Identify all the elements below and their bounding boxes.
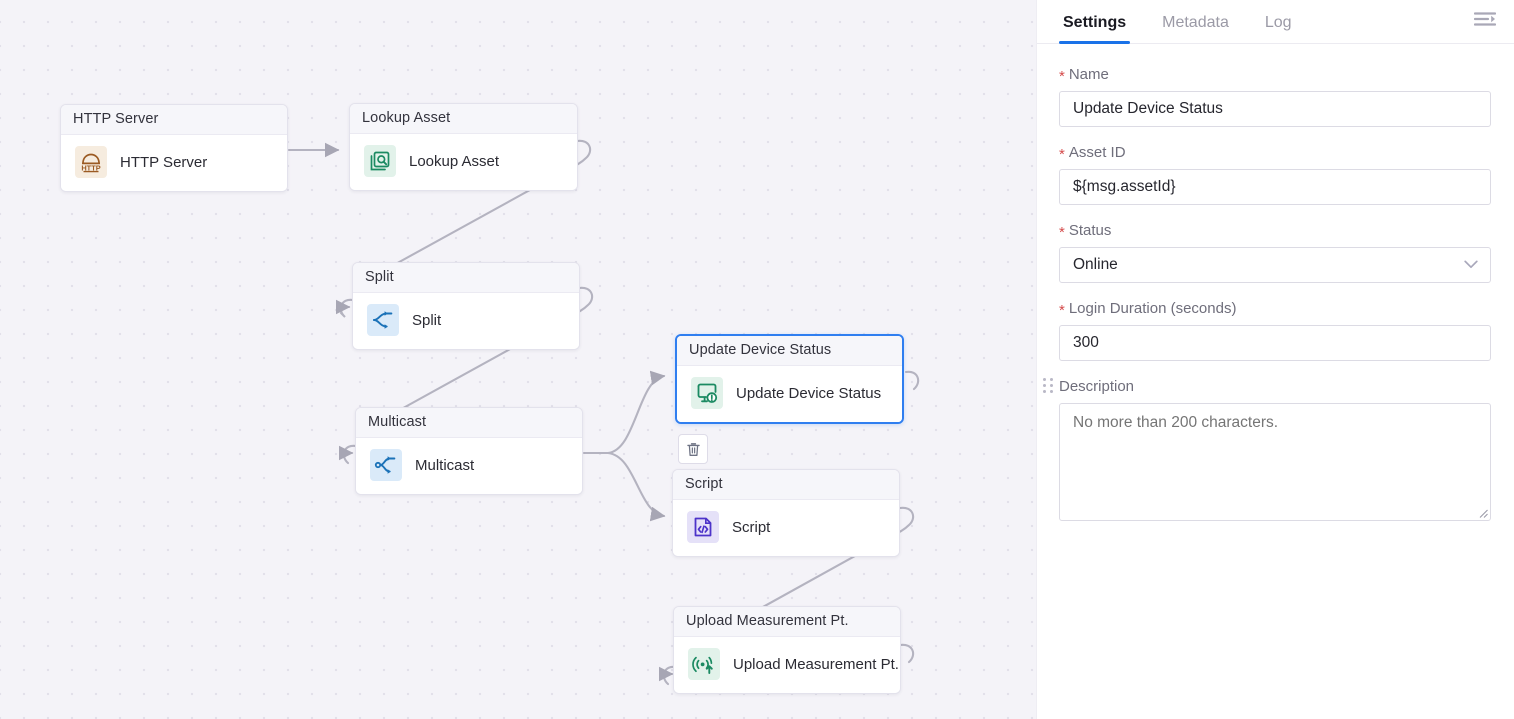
lookup-asset-icon bbox=[364, 145, 396, 177]
field-label-status: Status bbox=[1059, 222, 1492, 239]
description-textarea[interactable] bbox=[1059, 403, 1491, 521]
node-label: Upload Measurement Pt. bbox=[733, 655, 899, 673]
node-update-device-status[interactable]: Update Device Status Update Device Statu… bbox=[675, 334, 904, 424]
node-label: HTTP Server bbox=[120, 153, 208, 171]
tab-settings[interactable]: Settings bbox=[1058, 14, 1131, 44]
node-header-title: Split bbox=[353, 263, 579, 293]
panel-collapse-icon[interactable] bbox=[1472, 8, 1498, 32]
node-header-title: Upload Measurement Pt. bbox=[674, 607, 900, 637]
upload-measurement-icon bbox=[688, 648, 720, 680]
node-label: Script bbox=[732, 518, 771, 536]
node-header-title: Script bbox=[673, 470, 899, 500]
node-label: Multicast bbox=[415, 456, 475, 474]
node-body: Lookup Asset bbox=[350, 134, 577, 190]
split-icon bbox=[367, 304, 399, 336]
delete-node-button[interactable] bbox=[678, 434, 708, 464]
node-label: Lookup Asset bbox=[409, 152, 500, 170]
field-label-description: Description bbox=[1059, 378, 1135, 395]
node-script[interactable]: Script Script bbox=[672, 469, 900, 557]
node-body: HTTP HTTP Server bbox=[61, 135, 287, 191]
http-server-icon: HTTP bbox=[75, 146, 107, 178]
node-multicast[interactable]: Multicast Multicast bbox=[355, 407, 583, 495]
node-label: Update Device Status bbox=[736, 384, 882, 402]
field-label-asset-id: Asset ID bbox=[1059, 144, 1492, 161]
chevron-down-icon bbox=[1464, 256, 1478, 274]
node-body: Multicast bbox=[356, 438, 582, 494]
node-lookup-asset[interactable]: Lookup Asset Lookup Asset bbox=[349, 103, 578, 191]
node-header-title: Update Device Status bbox=[677, 336, 902, 366]
field-login-duration: Login Duration (seconds) bbox=[1059, 300, 1492, 361]
settings-form: Name Asset ID Status Online bbox=[1037, 44, 1514, 526]
field-name: Name bbox=[1059, 66, 1492, 127]
node-body: Update Device Status bbox=[677, 366, 902, 422]
node-body: Split bbox=[353, 293, 579, 349]
svg-text:HTTP: HTTP bbox=[81, 163, 100, 172]
trash-icon bbox=[686, 442, 700, 456]
field-asset-id: Asset ID bbox=[1059, 144, 1492, 205]
field-label-login-duration: Login Duration (seconds) bbox=[1059, 300, 1492, 317]
node-upload-measurement-pt[interactable]: Upload Measurement Pt. Upload Measuremen… bbox=[673, 606, 901, 694]
login-duration-input[interactable] bbox=[1059, 325, 1491, 361]
field-label-name: Name bbox=[1059, 66, 1492, 83]
status-select[interactable]: Online bbox=[1059, 247, 1491, 283]
description-wrap bbox=[1059, 403, 1491, 526]
script-icon bbox=[687, 511, 719, 543]
tab-log[interactable]: Log bbox=[1264, 14, 1292, 31]
multicast-icon bbox=[370, 449, 402, 481]
update-device-icon bbox=[691, 377, 723, 409]
asset-id-input[interactable] bbox=[1059, 169, 1491, 205]
node-header-title: Lookup Asset bbox=[350, 104, 577, 134]
status-select-value: Online bbox=[1073, 256, 1118, 273]
tab-metadata[interactable]: Metadata bbox=[1162, 14, 1229, 31]
node-label: Split bbox=[412, 311, 442, 329]
panel-tabs: Settings Metadata Log bbox=[1037, 0, 1514, 44]
node-split[interactable]: Split Split bbox=[352, 262, 580, 350]
node-header-title: HTTP Server bbox=[61, 105, 287, 135]
panel-resize-handle[interactable] bbox=[1043, 378, 1055, 394]
node-body: Upload Measurement Pt. bbox=[674, 637, 900, 693]
field-status: Status Online bbox=[1059, 222, 1492, 283]
node-header-title: Multicast bbox=[356, 408, 582, 438]
field-description: Description bbox=[1059, 378, 1492, 526]
properties-panel: Settings Metadata Log Name Asset ID bbox=[1036, 0, 1514, 719]
name-input[interactable] bbox=[1059, 91, 1491, 127]
flow-canvas[interactable]: HTTP Server HTTP HTTP Server Lookup Asse… bbox=[0, 0, 1036, 719]
node-http-server[interactable]: HTTP Server HTTP HTTP Server bbox=[60, 104, 288, 192]
node-body: Script bbox=[673, 500, 899, 556]
